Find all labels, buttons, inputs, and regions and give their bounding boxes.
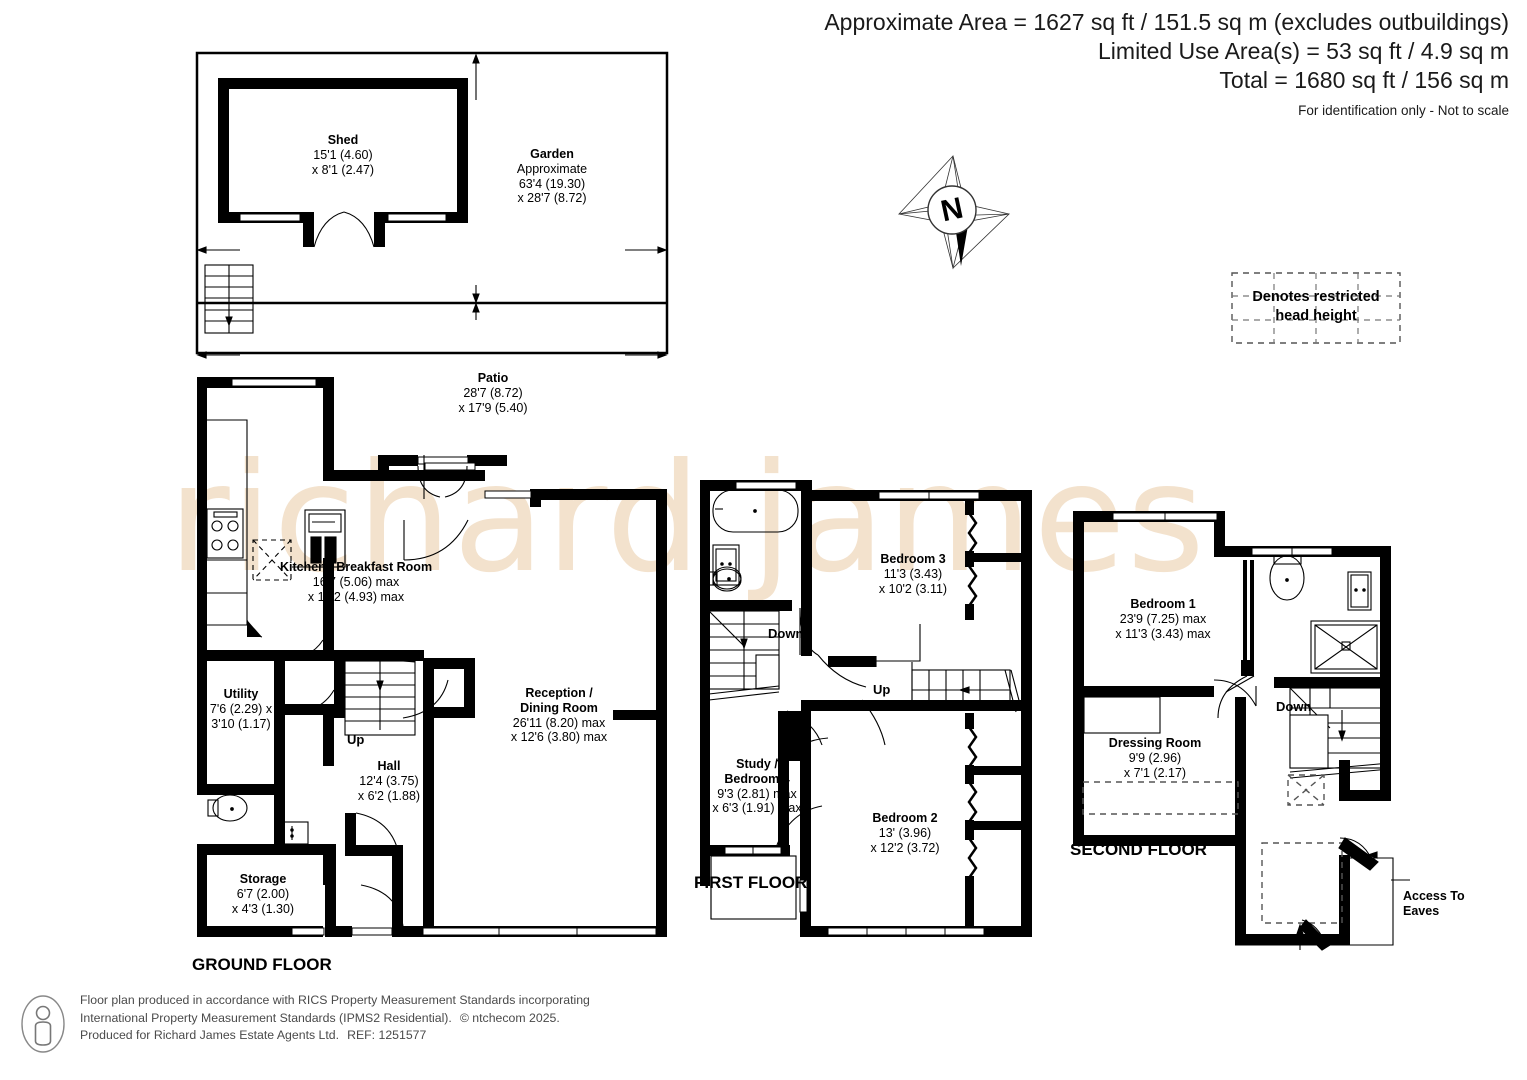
total-area-text: Total = 1680 sq ft / 156 sq m [1219,67,1509,93]
room-label-hall: Hall 12'4 (3.75) x 6'2 (1.88) [357,759,421,803]
area-summary: Approximate Area = 1627 sq ft / 151.5 sq… [824,8,1509,121]
second-floor-door-swings [1213,675,1257,719]
second-floor-windows [1112,512,1333,556]
first-floor-down-staircase [708,610,780,701]
floor-name-second: SECOND FLOOR [1070,840,1207,859]
footer-copyright: © ntchecom 2025. [459,1010,560,1025]
floor-name-ground: GROUND FLOOR [192,955,332,974]
ground-wc-fittings [207,794,309,845]
room-label-utility: Utility 7'6 (2.29) x 3'10 (1.17) [209,687,273,731]
room-label-bedroom-2: Bedroom 2 13' (3.96) x 12'2 (3.72) [870,811,940,855]
room-label-bedroom-1: Bedroom 1 23'9 (7.25) max x 11'3 (3.43) … [1115,597,1211,641]
garden-steps [204,264,254,334]
ground-floor-windows [231,378,657,936]
second-floor-builtins [1083,696,1161,734]
room-label-bedroom-3: Bedroom 3 11'3 (3.43) x 10'2 (3.11) [878,552,948,596]
first-floor-windows [724,481,985,936]
garden-outline [195,51,669,355]
hatch-pattern-icon [1231,272,1401,344]
north-arrow-icon: N [893,152,1013,277]
stair-marker-second-down: Down [1276,699,1312,714]
second-floor-partition [1241,560,1254,676]
room-label-dressing-room: Dressing Room 9'9 (2.96) x 7'1 (2.17) [1108,736,1202,780]
annotation-access-to-eaves: Access To Eaves [1403,889,1465,918]
footer-line-3a: Produced for Richard James Estate Agents… [80,1028,340,1042]
room-label-shed: Shed 15'1 (4.60) x 8'1 (2.47) [311,133,375,177]
room-label-storage: Storage 6'7 (2.00) x 4'3 (1.30) [231,872,295,916]
first-floor-up-staircase [911,662,1022,713]
first-floor-builtins [710,624,921,920]
restricted-head-height-legend: Denotes restricted head height [1231,272,1401,344]
stair-marker-first-down: Down [768,626,804,641]
footer-line-1: Floor plan produced in accordance with R… [80,993,590,1007]
first-floor-walls [700,480,1032,937]
room-label-patio: Patio 28'7 (8.72) x 17'9 (5.40) [458,371,528,415]
legend-line-1: Denotes restricted [1252,289,1380,305]
disclaimer-text: For identification only - Not to scale [1298,103,1509,118]
second-floor-bathroom-fittings [1269,555,1382,674]
footer-reference: REF: 1251577 [347,1028,427,1042]
approximate-area-text: Approximate Area = 1627 sq ft / 151.5 sq… [824,9,1509,35]
room-label-study-bedroom-4: Study / Bedroom 4 9'3 (2.81) max x 6'3 (… [712,757,802,816]
first-floor-bathroom-fittings [708,489,799,592]
footer-line-2a: International Property Measurement Stand… [80,1010,452,1025]
person-icon [20,994,66,1059]
garden-dimension-arrows [196,53,668,359]
shed-windows [239,213,447,222]
room-label-kitchen-breakfast-room: Kitchen / Breakfast Room 16'7 (5.06) max… [279,560,433,604]
first-floor-bay-right [967,512,978,879]
limited-use-area-text: Limited Use Area(s) = 53 sq ft / 4.9 sq … [1098,38,1509,64]
ground-staircase [344,650,416,736]
second-floor-walls [1073,511,1391,945]
second-floor-down-staircase [1289,687,1391,779]
floor-name-first: FIRST FLOOR [694,873,808,892]
footer-credits: Floor plan produced in accordance with R… [20,992,590,1059]
restricted-height-areas [1082,774,1343,924]
stair-marker-first-up: Up [873,682,891,697]
first-floor-bay-walls [965,501,1022,926]
shed-door-swing [313,211,375,248]
legend-line-2: head height [1275,308,1357,324]
room-label-reception-dining-room: Reception / Dining Room 26'11 (8.20) max… [510,686,608,745]
ground-door-swings [280,455,469,927]
first-floor-door-swings [775,607,886,846]
kitchen-fittings [206,419,346,638]
stair-marker-ground-up: Up [347,732,365,747]
access-to-eaves-swings [1296,837,1378,950]
room-label-garden: Garden Approximate 63'4 (19.30) x 28'7 (… [516,147,588,206]
